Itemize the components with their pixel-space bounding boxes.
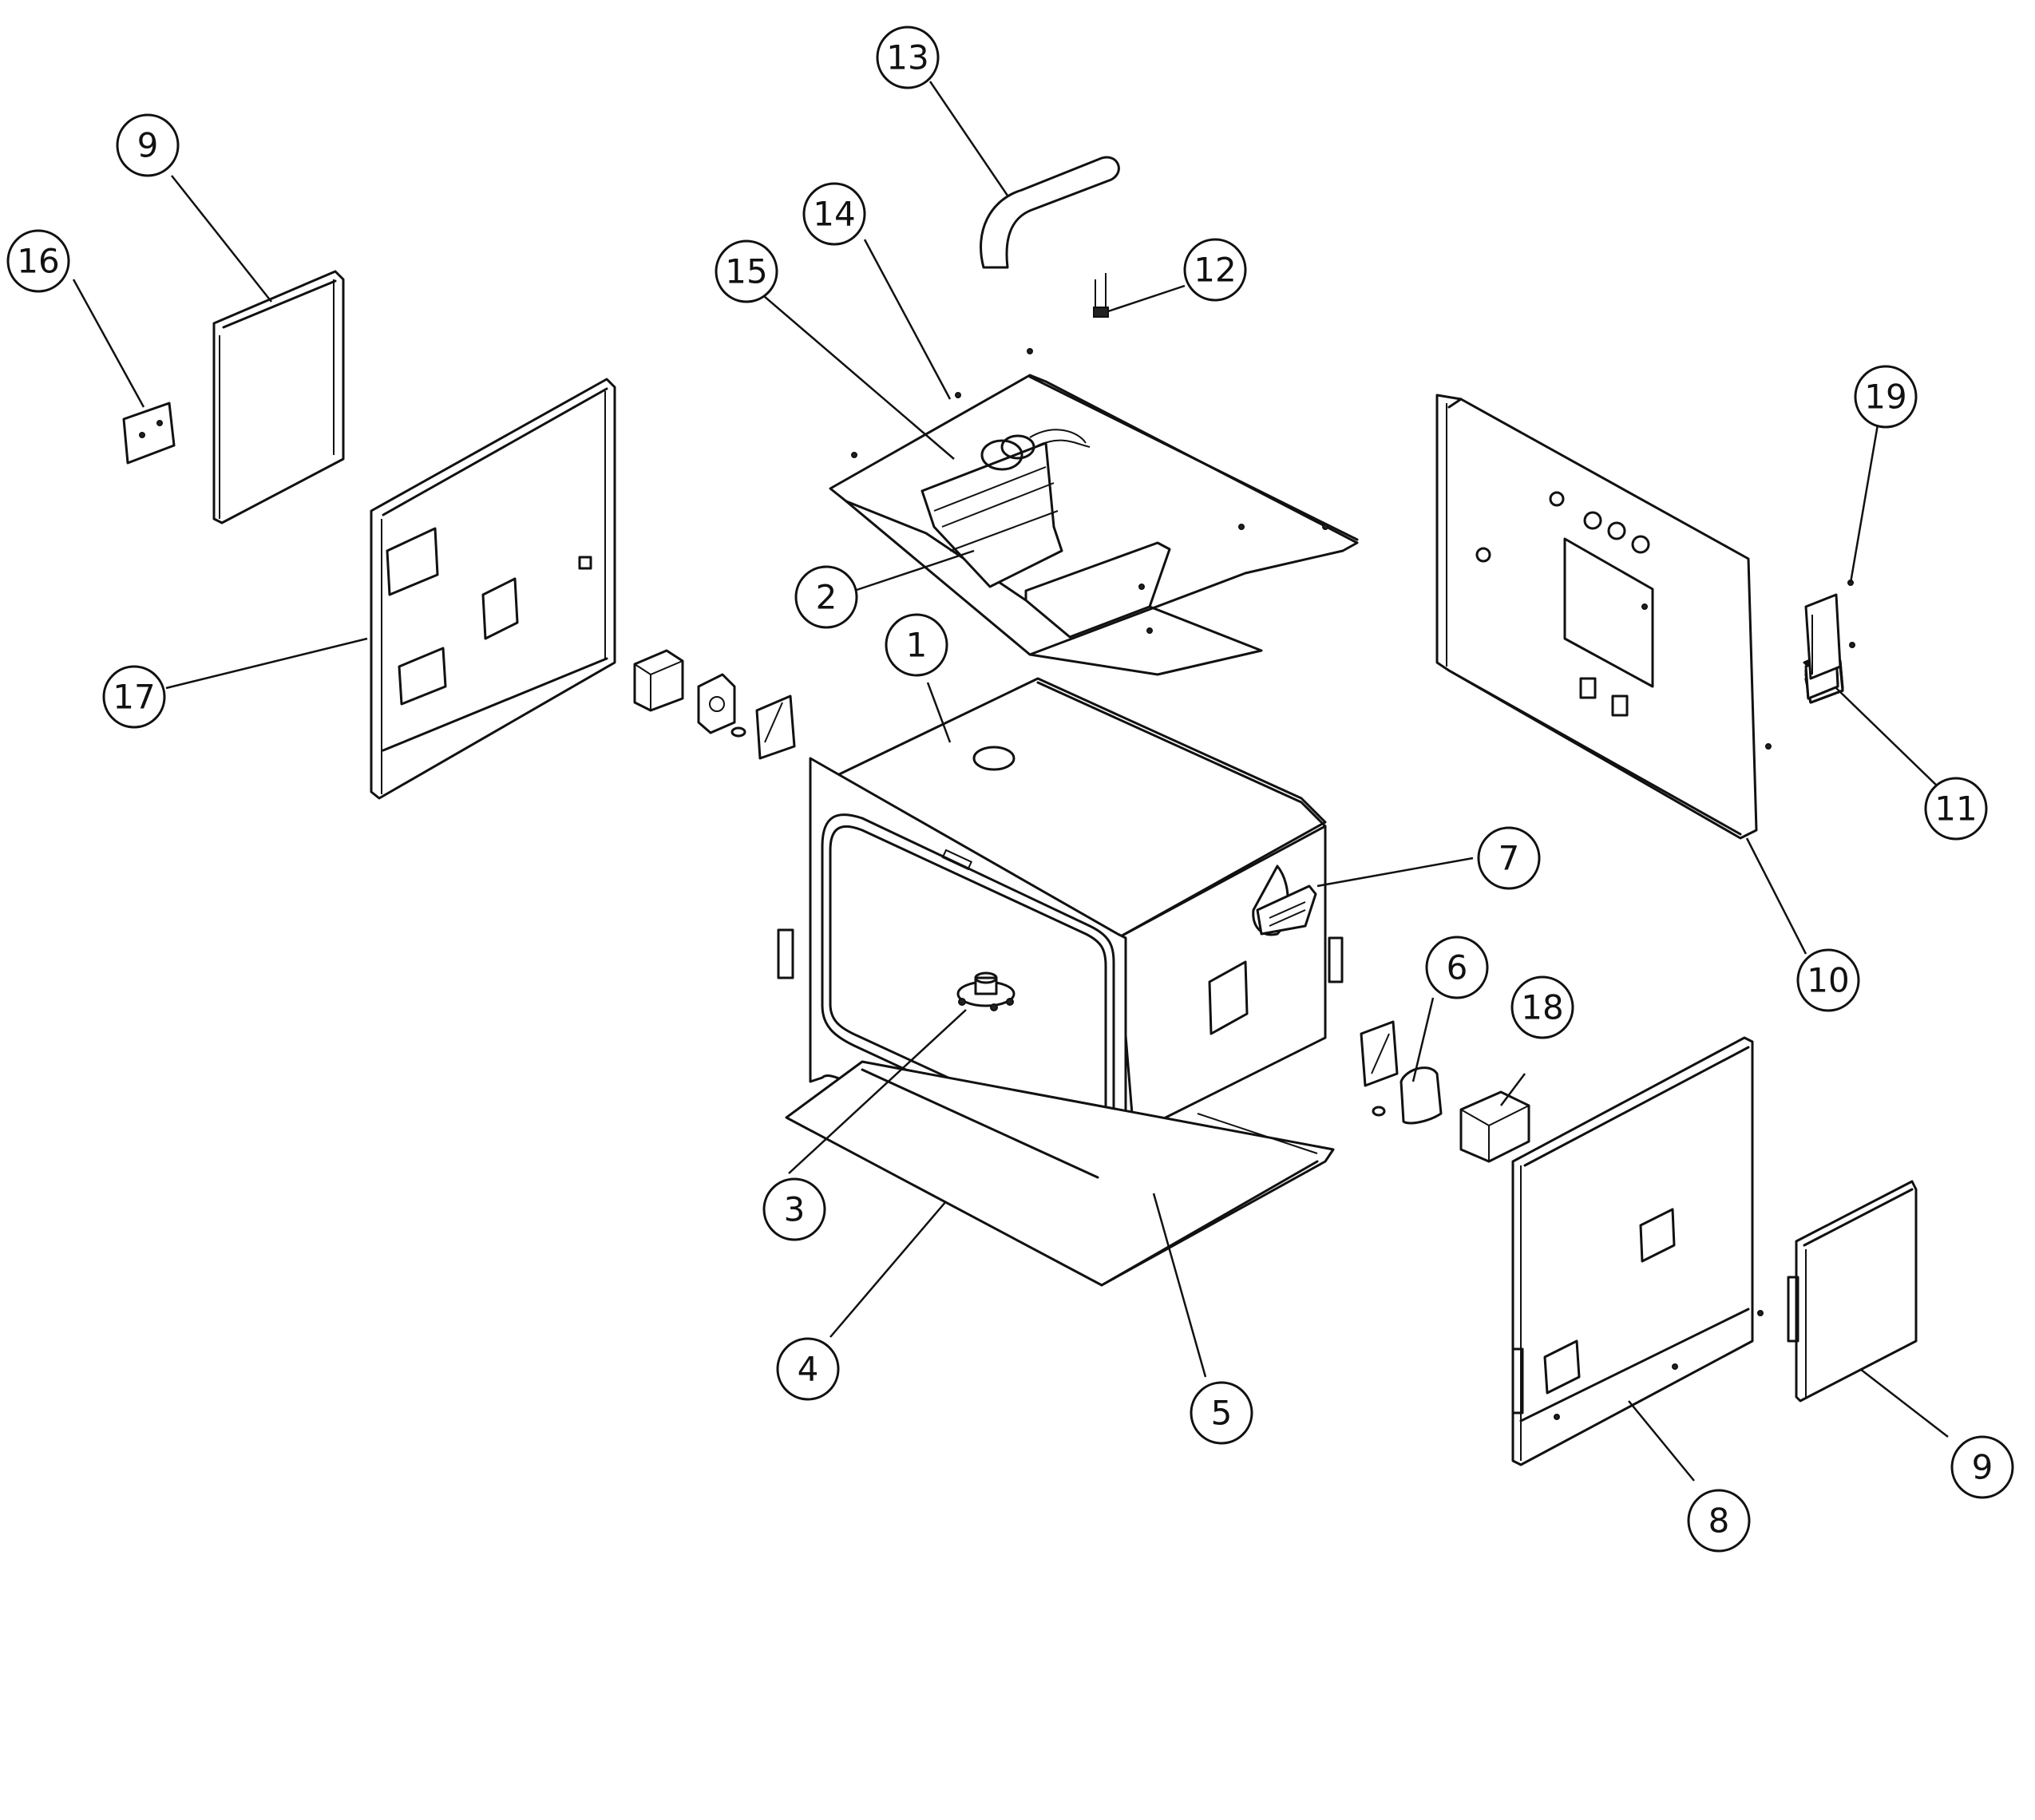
part-side-panel-left (212, 270, 345, 524)
part-box (1459, 1090, 1530, 1163)
part-side-panel-right (1787, 1180, 1918, 1403)
callout-9-bottom-label: 9 (1972, 1448, 1993, 1487)
part-top-plate (829, 348, 1359, 676)
callout-19: 19 (1854, 365, 1918, 429)
callout-9-top: 9 (116, 113, 180, 177)
callout-1: 1 (885, 613, 948, 677)
callout-14-label: 14 (813, 195, 855, 234)
part-side-fitting (1252, 864, 1317, 936)
callout-11: 11 (1924, 777, 1988, 841)
part-switch-housing (697, 673, 796, 760)
callout-19-label: 19 (1864, 378, 1906, 417)
callout-6: 6 (1425, 936, 1489, 999)
callout-2: 2 (794, 565, 858, 629)
callout-4: 4 (776, 1337, 840, 1401)
callout-16-label: 16 (17, 242, 59, 281)
part-small-bracket (1093, 273, 1109, 318)
callout-9-bottom: 9 (1950, 1435, 2014, 1499)
callout-13: 13 (876, 26, 940, 89)
callout-13-label: 13 (886, 38, 928, 77)
part-left-panel (370, 378, 616, 800)
callout-17-label: 17 (113, 678, 155, 717)
callout-18-label: 18 (1521, 988, 1563, 1027)
part-rear-panel (1435, 394, 1772, 840)
leader-lines (72, 81, 1949, 1482)
callout-3-label: 3 (784, 1190, 806, 1229)
callout-15: 15 (715, 239, 778, 303)
callout-15-label: 15 (725, 252, 767, 291)
callout-12: 12 (1183, 238, 1247, 302)
part-right-panel (1511, 1036, 1764, 1466)
callout-5: 5 (1190, 1381, 1253, 1445)
callout-10-label: 10 (1807, 961, 1849, 1000)
part-switch-cover (633, 649, 684, 712)
part-right-switch (1360, 1020, 1443, 1125)
callout-4-label: 4 (798, 1350, 819, 1389)
callout-14: 14 (802, 182, 866, 246)
callout-18: 18 (1510, 975, 1574, 1039)
callout-9-top-label: 9 (137, 126, 159, 165)
callout-8-label: 8 (1708, 1502, 1730, 1541)
callout-11-label: 11 (1934, 789, 1977, 829)
callout-6-label: 6 (1447, 948, 1468, 987)
part-hinge-bracket (1803, 580, 1855, 704)
callout-12-label: 12 (1194, 251, 1236, 290)
callout-8: 8 (1687, 1489, 1751, 1553)
callout-7-label: 7 (1499, 839, 1520, 878)
callout-5-label: 5 (1211, 1394, 1233, 1433)
callout-16: 16 (6, 229, 70, 293)
part-small-plate (122, 402, 176, 465)
callout-3: 3 (762, 1177, 826, 1241)
part-base-plate (785, 1060, 1335, 1287)
callout-10: 10 (1796, 948, 1860, 1012)
callout-7: 7 (1477, 826, 1541, 890)
part-hose (980, 156, 1120, 269)
callout-1-label: 1 (906, 626, 928, 665)
callout-17: 17 (102, 665, 166, 729)
callout-2-label: 2 (816, 578, 837, 617)
